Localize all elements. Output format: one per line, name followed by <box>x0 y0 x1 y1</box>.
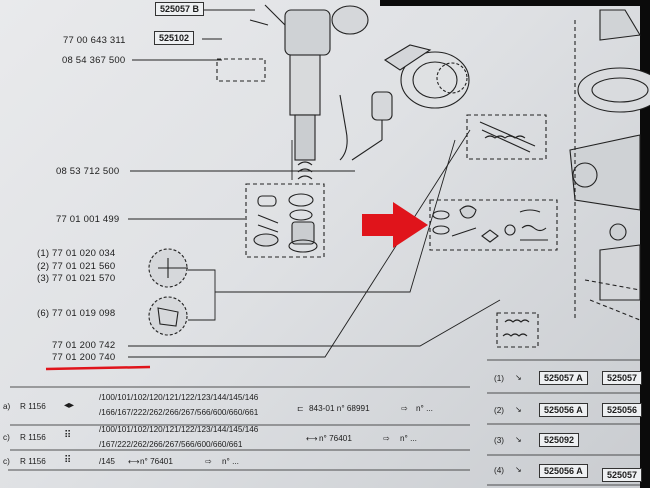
corner-arrow-icon: ↘ <box>515 405 522 414</box>
row-variants-line1: /100/101/102/120/121/122/123/144/145/146 <box>99 425 259 434</box>
row-model: R 1156 <box>20 457 46 466</box>
corner-arrow-icon: ↘ <box>515 373 522 382</box>
rotor-drawing <box>569 9 650 321</box>
row-model: R 1156 <box>20 433 46 442</box>
row-tail: n° 76401 <box>140 457 173 466</box>
right-row-ref1: 525057 A <box>539 371 588 385</box>
arrow-right-icon: ⇨ <box>205 457 212 466</box>
row-dots: n° ... <box>222 457 239 466</box>
right-row-num: (2) <box>494 406 505 415</box>
ref-box-525102: 525102 <box>154 31 195 45</box>
row-variants-line2: /167/222/262/266/267/566/600/660/661 <box>99 440 243 449</box>
leader-lines <box>128 9 501 358</box>
photo-edge-right <box>640 0 650 488</box>
small-spring-dash-box <box>496 312 539 348</box>
red-underline <box>45 365 151 371</box>
part-number-7700643311: 77 00 643 311 <box>63 35 126 46</box>
corner-arrow-icon: ↘ <box>515 465 522 474</box>
vacuum-capsule-drawing <box>383 44 470 109</box>
condenser-drawing <box>339 91 393 161</box>
grid-icon: ⠿ <box>64 455 72 466</box>
small-parts-drawing <box>432 205 548 243</box>
bracket-icon: ⊏ <box>297 404 304 413</box>
small-spring-drawing <box>502 319 530 337</box>
row-prefix: c) <box>3 457 10 466</box>
row-model: R 1156 <box>20 402 46 411</box>
row-variants-line2: /166/167/222/262/266/267/566/600/660/661 <box>99 408 259 417</box>
row-prefix: a) <box>3 402 11 411</box>
photo-edge-top <box>380 0 650 6</box>
part-number-740: 77 01 200 740 <box>52 352 116 363</box>
split-arrow-icon: ◂▸ <box>64 400 75 411</box>
left-table-lines <box>8 386 470 471</box>
seal-kit-dash-box <box>245 183 325 258</box>
part-number-0854367500: 08 54 367 500 <box>62 55 126 66</box>
row-dots: n° ... <box>416 404 433 413</box>
distributor-drawing <box>249 4 369 180</box>
cam-drawing-top <box>148 248 188 288</box>
spacer-icon: ⟷ <box>128 457 140 466</box>
arrow-right-icon: ⇨ <box>401 404 408 413</box>
right-row-ref1: 525056 A <box>539 403 588 417</box>
spring-kit-drawing <box>479 121 536 153</box>
right-row-ref2: 525057 <box>602 468 643 482</box>
corner-arrow-icon: ↘ <box>515 435 522 444</box>
ref-box-top: 525057 B <box>155 2 205 16</box>
row-dots: n° ... <box>400 434 417 443</box>
right-row-ref1: 525092 <box>539 433 580 447</box>
placeholder-dash-box <box>216 58 266 82</box>
grid-icon: ⠿ <box>64 430 72 441</box>
row-prefix: c) <box>3 433 10 442</box>
row-variants-line1: /100/101/102/120/121/122/123/144/145/146 <box>99 393 259 402</box>
red-arrow-icon <box>362 202 428 248</box>
spring-kit-dash-box <box>466 114 547 160</box>
right-row-num: (1) <box>494 374 505 383</box>
right-row-num: (3) <box>494 436 505 445</box>
part-number-3: (3) 77 01 021 570 <box>37 273 116 284</box>
right-row-ref2: 525057 <box>602 371 643 385</box>
part-number-0853712500: 08 53 712 500 <box>56 166 120 177</box>
right-table-lines <box>487 359 640 486</box>
part-number-2: (2) 77 01 021 560 <box>37 261 116 272</box>
part-number-742: 77 01 200 742 <box>52 340 116 351</box>
arrow-right-icon: ⇨ <box>383 434 390 443</box>
seal-kit-drawing <box>253 193 318 253</box>
small-parts-dash-box <box>429 199 558 251</box>
spacer-icon: ⟷ <box>306 434 318 443</box>
part-number-1: (1) 77 01 020 034 <box>37 248 116 259</box>
right-row-num: (4) <box>494 466 505 475</box>
part-number-6: (6) 77 01 019 098 <box>37 308 116 319</box>
row-tail: n° 76401 <box>319 434 352 443</box>
cam-drawing-bottom <box>148 296 188 336</box>
right-row-ref2: 525056 <box>602 403 643 417</box>
row-variants-line1: /145 <box>99 457 115 466</box>
right-row-ref1: 525056 A <box>539 464 588 478</box>
part-number-7701001499: 77 01 001 499 <box>56 214 120 225</box>
row-tail: 843-01 n° 68991 <box>309 404 370 413</box>
